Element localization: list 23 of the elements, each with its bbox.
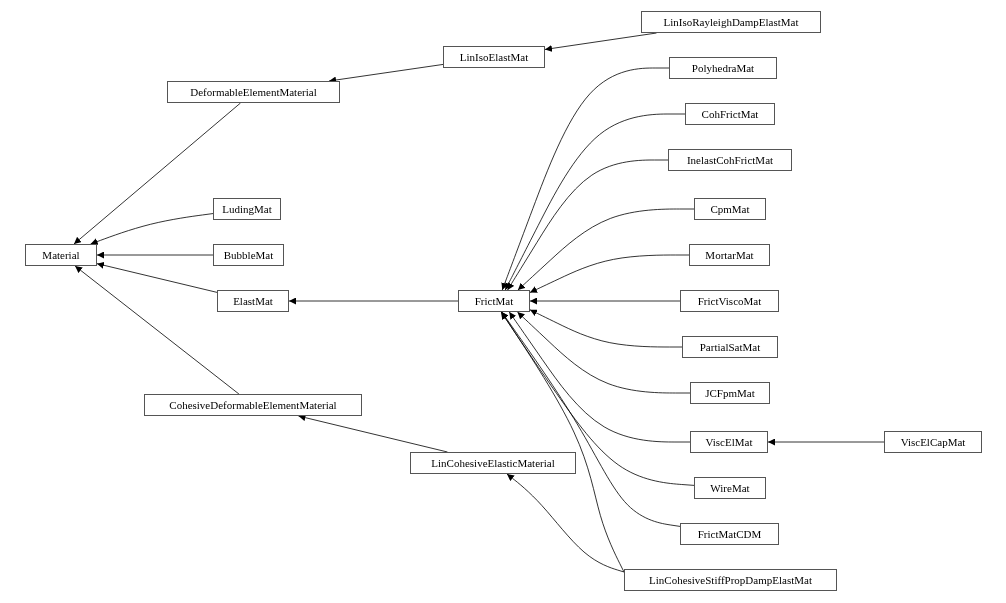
class-box: CohesiveDeformableElementMaterial bbox=[144, 394, 362, 416]
class-box: ElastMat bbox=[217, 290, 289, 312]
class-box: Material bbox=[25, 244, 97, 266]
class-box: CohFrictMat bbox=[685, 103, 775, 125]
class-box: MortarMat bbox=[689, 244, 770, 266]
class-box: LinIsoRayleighDampElastMat bbox=[641, 11, 821, 33]
class-box: WireMat bbox=[694, 477, 766, 499]
class-box: PolyhedraMat bbox=[669, 57, 777, 79]
class-box: PartialSatMat bbox=[682, 336, 778, 358]
class-box: LinIsoElastMat bbox=[443, 46, 545, 68]
class-box: FrictMatCDM bbox=[680, 523, 779, 545]
class-box: LinCohesiveStiffPropDampElastMat bbox=[624, 569, 837, 591]
class-box: FrictMat bbox=[458, 290, 530, 312]
class-box: LudingMat bbox=[213, 198, 281, 220]
class-box: DeformableElementMaterial bbox=[167, 81, 340, 103]
class-box: ViscElMat bbox=[690, 431, 768, 453]
class-box: BubbleMat bbox=[213, 244, 284, 266]
class-box: JCFpmMat bbox=[690, 382, 770, 404]
class-box: InelastCohFrictMat bbox=[668, 149, 792, 171]
class-box: ViscElCapMat bbox=[884, 431, 982, 453]
class-box: CpmMat bbox=[694, 198, 766, 220]
class-box: LinCohesiveElasticMaterial bbox=[410, 452, 576, 474]
class-box: FrictViscoMat bbox=[680, 290, 779, 312]
